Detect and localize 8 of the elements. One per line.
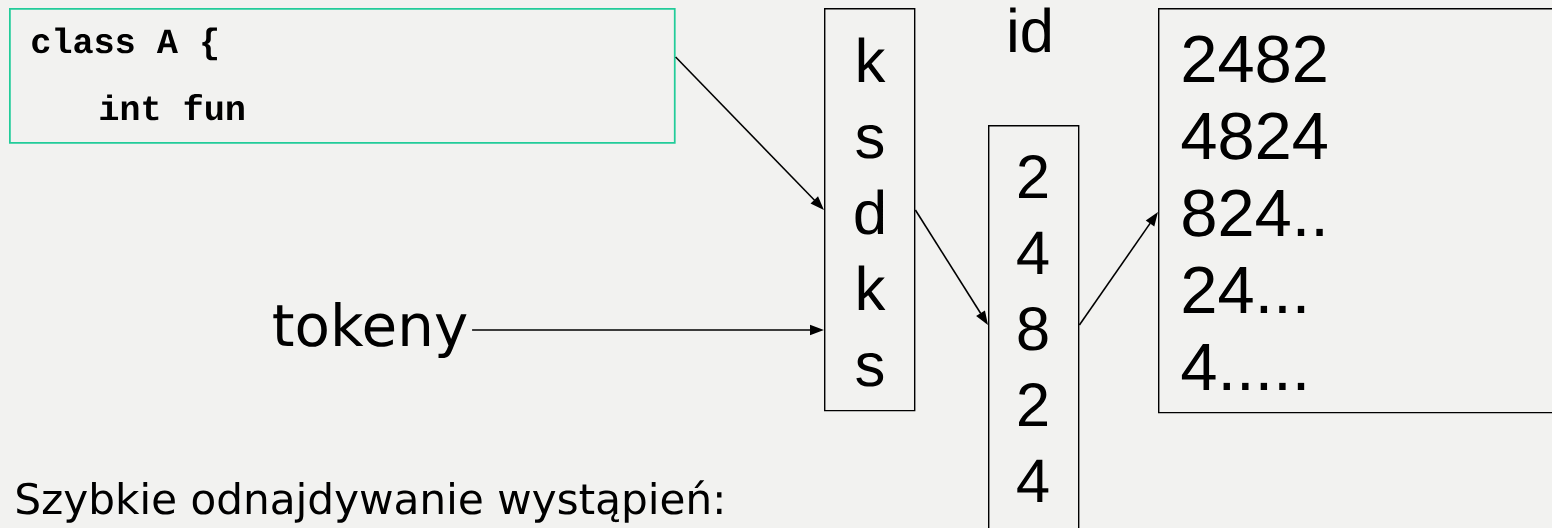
node-label: id bbox=[1010, 7, 1050, 53]
list-box: id 2 4 8 2 4 bbox=[988, 7, 1080, 528]
text-label: tokeny bbox=[273, 301, 467, 359]
list-box: 2482 4824 824.. 24... 4..... bbox=[1158, 8, 1552, 414]
list-box: k s d k s bbox=[824, 8, 916, 412]
note-text: Szybkie odnajdywanie wystąpień: bbox=[17, 480, 722, 523]
code-box: class A { int fun bbox=[9, 8, 676, 144]
arrow bbox=[674, 56, 824, 210]
